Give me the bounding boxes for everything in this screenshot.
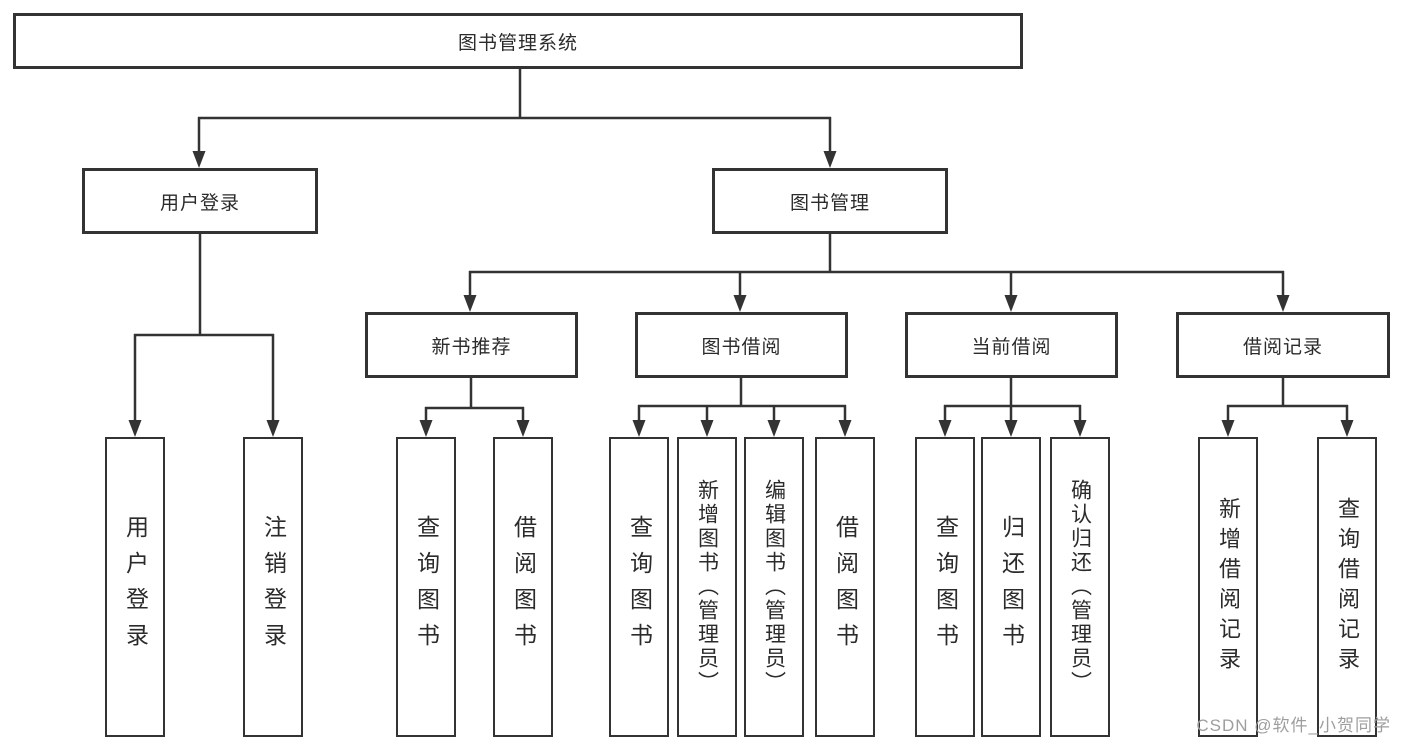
- node-borrowing-records-label: 借阅记录: [1242, 336, 1323, 358]
- arrowhead-new-book: [463, 295, 477, 312]
- leaf-borrow-books-1: 借阅图书: [493, 437, 553, 737]
- leaf-user-login-label: 用户登录: [122, 515, 149, 659]
- node-new-book-recommendation-label: 新书推荐: [431, 336, 512, 358]
- arrowhead-book-borrow: [733, 295, 747, 312]
- leaf-query-books-2-label: 查询图书: [626, 515, 653, 659]
- leaf-query-books-1: 查询图书: [396, 437, 456, 737]
- node-user-login: 用户登录: [82, 168, 318, 234]
- arrowhead-leaf-login: [128, 420, 142, 437]
- leaf-confirm-return-admin: 确认归还（管理员）: [1050, 437, 1110, 737]
- arrowhead-leaf-borrow2: [838, 420, 852, 437]
- arrowhead-leaf-add-book: [700, 420, 714, 437]
- leaf-logout-label: 注销登录: [260, 515, 287, 659]
- leaf-add-borrow-record-label: 新增借阅记录: [1216, 497, 1241, 677]
- leaf-return-books-label: 归还图书: [998, 515, 1025, 659]
- arrowhead-leaf-add-record: [1221, 420, 1235, 437]
- node-user-login-label: 用户登录: [159, 192, 240, 214]
- arrowhead-user-login: [192, 151, 206, 168]
- leaf-edit-book-admin: 编辑图书（管理员）: [744, 437, 804, 737]
- node-current-borrowing: 当前借阅: [905, 312, 1118, 378]
- leaf-query-borrow-record-label: 查询借阅记录: [1335, 497, 1360, 677]
- node-library-management-system-label: 图书管理系统: [457, 32, 578, 54]
- node-new-book-recommendation: 新书推荐: [365, 312, 578, 378]
- leaf-query-borrow-record: 查询借阅记录: [1317, 437, 1377, 737]
- leaf-borrow-books-2: 借阅图书: [815, 437, 875, 737]
- arrowhead-leaf-edit-book: [767, 420, 781, 437]
- leaf-borrow-books-2-label: 借阅图书: [832, 515, 859, 659]
- node-borrowing-records: 借阅记录: [1176, 312, 1390, 378]
- leaf-add-borrow-record: 新增借阅记录: [1198, 437, 1258, 737]
- arrowhead-leaf-return: [1004, 420, 1018, 437]
- leaf-user-login: 用户登录: [105, 437, 165, 737]
- node-book-management-label: 图书管理: [789, 192, 870, 214]
- node-book-borrowing-label: 图书借阅: [701, 336, 782, 358]
- leaf-borrow-books-1-label: 借阅图书: [510, 515, 537, 659]
- leaf-logout: 注销登录: [243, 437, 303, 737]
- leaf-query-books-3: 查询图书: [915, 437, 975, 737]
- node-current-borrowing-label: 当前借阅: [971, 336, 1052, 358]
- leaf-query-books-3-label: 查询图书: [932, 515, 959, 659]
- arrowhead-leaf-borrow1: [516, 420, 530, 437]
- arrowhead-leaf-confirm-return: [1073, 420, 1087, 437]
- leaf-add-book-admin: 新增图书（管理员）: [677, 437, 737, 737]
- arrowhead-leaf-query1: [419, 420, 433, 437]
- arrowhead-borrow-records: [1276, 295, 1290, 312]
- leaf-query-books-2: 查询图书: [609, 437, 669, 737]
- arrowhead-book-management: [823, 151, 837, 168]
- leaf-query-books-1-label: 查询图书: [413, 515, 440, 659]
- arrowhead-leaf-query-record: [1340, 420, 1354, 437]
- leaf-edit-book-admin-label: 编辑图书（管理员）: [762, 479, 786, 695]
- arrowhead-leaf-logout: [266, 420, 280, 437]
- node-book-management: 图书管理: [712, 168, 948, 234]
- leaf-return-books: 归还图书: [981, 437, 1041, 737]
- leaf-confirm-return-admin-label: 确认归还（管理员）: [1068, 479, 1092, 695]
- node-library-management-system: 图书管理系统: [13, 13, 1023, 69]
- arrowhead-leaf-query2: [632, 420, 646, 437]
- arrowhead-current-borrow: [1004, 295, 1018, 312]
- node-book-borrowing: 图书借阅: [635, 312, 848, 378]
- arrowhead-leaf-query3: [938, 420, 952, 437]
- leaf-add-book-admin-label: 新增图书（管理员）: [695, 479, 719, 695]
